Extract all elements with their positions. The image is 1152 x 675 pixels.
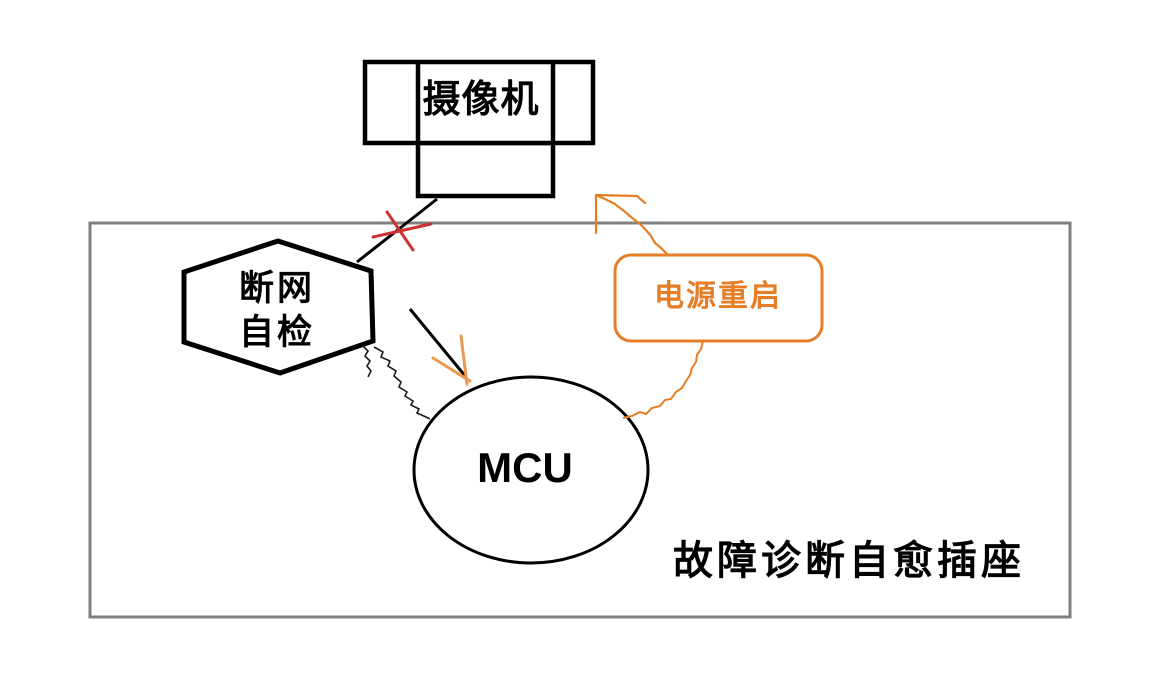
restart-arrow-barb-horizontal [594, 193, 647, 205]
restart-to-camera-arrow [594, 193, 669, 256]
mcu-ellipse [412, 375, 650, 565]
socket-boundary-box [88, 221, 1072, 619]
network-selfcheck-label-line1: 断网 [238, 269, 316, 308]
network-selfcheck-hexagon [181, 238, 376, 376]
camera-mount-rect [415, 140, 556, 199]
power-restart-label: 电源重启 [654, 279, 782, 313]
socket-title-label: 故障诊断自愈插座 [673, 539, 1025, 583]
network-selfcheck-label: 断网 自检 [239, 267, 315, 355]
broken-x-icon [371, 210, 433, 252]
squiggle-short-connector [362, 345, 372, 378]
mcu-to-restart-connector [622, 340, 704, 419]
arrowhead-barb-2 [459, 334, 469, 386]
arrowhead-barb-1 [431, 356, 472, 383]
restart-arrow-shaft [596, 194, 669, 256]
broken-x-stroke-2 [371, 222, 433, 239]
mcu-label: MCU [477, 443, 573, 491]
network-selfcheck-label-line2: 自检 [238, 313, 316, 352]
squiggle-long-connector [373, 346, 431, 420]
orange-arrowhead-icon [431, 334, 472, 386]
camera-label: 摄像机 [422, 79, 540, 122]
camera-shape [362, 59, 596, 199]
power-restart-box [613, 253, 824, 343]
hexagon-to-mcu-arrow-shaft [408, 308, 468, 378]
